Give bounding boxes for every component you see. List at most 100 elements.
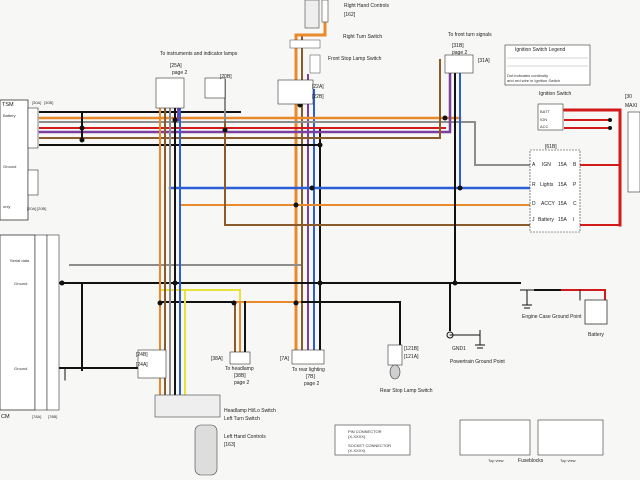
fuse-ign-letter: A <box>532 162 536 168</box>
legend-socket-label: SOCKET CONNECTOR <box>348 443 391 448</box>
top-view-1: Top view <box>488 458 504 463</box>
tsm-only-label: only <box>3 204 10 209</box>
left-turn-label: Left Turn Switch <box>224 416 260 422</box>
maxi-label: MAXI <box>625 103 637 109</box>
fuse-accy-letter: D <box>532 201 536 207</box>
to-instruments-ref: [25A] <box>170 63 182 69</box>
fuse-accy-amp: 15A <box>558 201 568 207</box>
ignition-legend: Ignition Switch Legend Dot indicates con… <box>504 44 591 86</box>
ign-legend-line1: Dot indicates continuity <box>507 73 548 78</box>
to-headlamp-ref: [38B] <box>234 373 246 379</box>
front-turn-connector: To front turn signals [31B] page 2 [31A] <box>444 32 492 74</box>
wire-violet-bus <box>38 58 452 134</box>
tsm-battery-label: Battery <box>3 113 16 118</box>
engine-case-ground-label: Engine Case Ground Point <box>522 314 582 320</box>
conn-24a-label: [24A] <box>136 362 148 368</box>
battery-label: Battery <box>588 332 604 338</box>
left-hand-controls-label: Left Hand Controls <box>224 434 266 440</box>
to-rear-lighting-page: page 2 <box>304 381 320 387</box>
battery-symbol: Battery <box>584 299 608 338</box>
conn-20a-label: [20A] <box>27 206 36 211</box>
front-stop-lamp-label: Front Stop Lamp Switch <box>328 56 382 62</box>
conn-78a-label: [78A] <box>32 414 41 419</box>
fuseblocks-label: Fuseblocks <box>518 458 544 464</box>
powertrain-ground: GND1 Powertrain Ground Point <box>446 330 505 365</box>
splice-dots <box>59 102 612 369</box>
headlamp-hilo-label: Headlamp Hi/Lo Switch <box>224 408 276 414</box>
ecm-label: CM <box>1 414 10 420</box>
right-turn-switch-label: Right Turn Switch <box>343 34 382 40</box>
to-instruments-page: page 2 <box>172 70 188 76</box>
conn-31a-label: [31A] <box>478 58 490 64</box>
ecm-ground1-label: Ground <box>14 281 27 286</box>
wire-brown-bus <box>39 59 441 139</box>
conn-30-label: [30 <box>625 94 632 100</box>
wire-gray-bus <box>39 121 531 166</box>
tsm-ground-label: Ground <box>3 164 16 169</box>
to-front-turn-label: To front turn signals <box>448 32 492 38</box>
ign-ign-label: IGN <box>540 117 547 122</box>
conn-78b-label: [78B] <box>48 414 57 419</box>
fuse-ign-amp: 15A <box>558 162 568 168</box>
fuse-lights-amp: 15A <box>558 182 568 188</box>
legend-pin-label: PIN CONNECTOR <box>348 429 382 434</box>
conn-121a-label: [121A] <box>404 354 419 360</box>
fuseblocks-illustration: Top view Fuseblocks Top view <box>459 419 604 464</box>
conn-38a-label: [38A] <box>211 356 223 362</box>
to-front-turn-ref: [31B] <box>452 43 464 49</box>
tsm-label: TSM <box>2 102 14 108</box>
engine-case-ground: Engine Case Ground Point <box>520 289 582 320</box>
conn-7a-label: [7A] <box>280 356 290 362</box>
ignition-switch: Ignition Switch BATT IGN ACC [30 MAXI <box>537 91 640 193</box>
to-rear-lighting-ref: [7B] <box>306 374 316 380</box>
to-rear-lighting-label: To rear lighting <box>292 367 325 373</box>
wire-red-ign1 <box>563 108 622 227</box>
fuse-lights-letter: R <box>532 182 536 188</box>
connector-legend: PIN CONNECTOR (X-XXXX) SOCKET CONNECTOR … <box>334 424 411 456</box>
headlamp-connector: [38A] To headlamp [38B] page 2 <box>211 351 254 386</box>
conn-24b-label: [24B] <box>136 352 148 358</box>
wire-yellow-bus <box>159 289 241 356</box>
fuse-accy-label: ACCY <box>541 201 556 207</box>
left-hand-controls-ref: [163] <box>224 442 236 448</box>
to-headlamp-label: To headlamp <box>225 366 254 372</box>
ign-bat-label: BATT <box>540 109 550 114</box>
right-hand-controls-label: Right Hand Controls <box>344 3 390 9</box>
conn-30b-label: [30B] <box>44 100 53 105</box>
fuse-battery-pin: I <box>573 217 574 223</box>
conn-22a-label: [22A] <box>312 84 324 90</box>
rear-stop-lamp-label: Rear Stop Lamp Switch <box>380 388 433 394</box>
ecm-module: Serial data Ground Ground CM [78A] [78B] <box>0 234 60 420</box>
legend-socket-ref: (X-XXXX) <box>348 448 366 453</box>
ign-legend-line2: and red wire in Ignition Switch <box>507 78 560 83</box>
to-front-turn-page: page 2 <box>452 50 468 56</box>
to-headlamp-page: page 2 <box>234 380 250 386</box>
ignition-switch-label: Ignition Switch <box>539 91 571 97</box>
right-hand-controls: Right Hand Controls [162] Right Turn Swi… <box>289 0 390 74</box>
wire-red-battery <box>559 289 606 303</box>
tsm-module: TSM [30A] [30B] Battery Ground [20A] [20… <box>0 99 53 221</box>
ecm-serial-label: Serial data <box>10 258 30 263</box>
top-view-2: Top view <box>560 458 576 463</box>
fuse-battery-label: Battery <box>538 217 554 223</box>
fuse-battery-letter: J <box>532 217 535 223</box>
right-hand-controls-ref: [162] <box>344 12 356 18</box>
rear-lighting-connector: [7A] To rear lighting [7B] page 2 <box>280 349 325 387</box>
instruments-connector: To instruments and indicator lamps [25A]… <box>155 51 324 109</box>
conn-22b-label: [22B] <box>312 94 324 100</box>
rear-stop-lamp-switch: [121B] [121A] Rear Stop Lamp Switch <box>380 344 433 394</box>
fuse-block: [61B] A IGN 15A B R Lights 15A P D ACCY … <box>529 144 581 233</box>
powertrain-ground-label: Powertrain Ground Point <box>450 359 505 365</box>
fuse-ign-pin: B <box>573 162 577 168</box>
conn-20b2-label: [20B] <box>37 206 46 211</box>
conn-61b-label: [61B] <box>545 144 557 150</box>
fuse-lights-label: Lights <box>540 182 554 188</box>
fuse-accy-pin: C <box>573 201 577 207</box>
ecm-ground2-label: Ground <box>14 366 27 371</box>
ign-legend-title: Ignition Switch Legend <box>515 47 566 53</box>
ign-acc-label: ACC <box>540 124 549 129</box>
fuse-lights-pin: P <box>573 182 577 188</box>
wire-layer <box>38 20 622 411</box>
